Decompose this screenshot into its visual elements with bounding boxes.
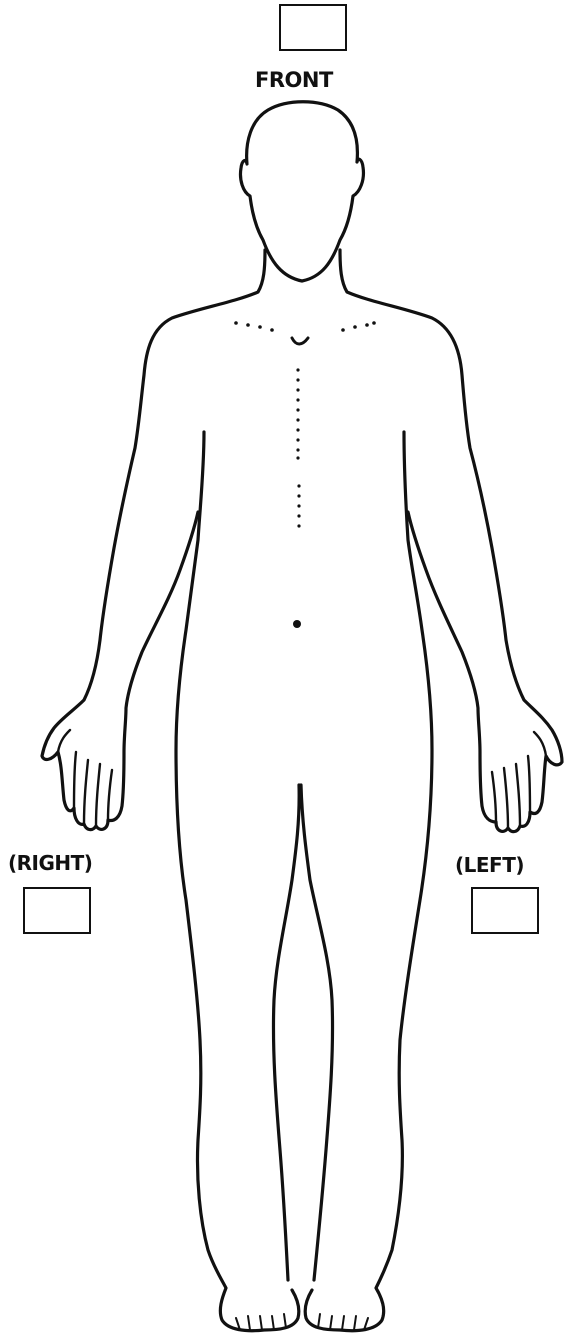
right-label-box[interactable] [23, 887, 91, 934]
body-right-outline [340, 250, 562, 832]
body-left-outline [42, 250, 265, 830]
front-label: FRONT [255, 68, 333, 92]
navel [293, 620, 301, 628]
right-leg-inner [301, 785, 333, 1280]
sternal-notch [292, 338, 308, 344]
anatomical-landmarks [234, 321, 376, 628]
left-label-box[interactable] [471, 887, 539, 934]
body-right-inner [305, 432, 432, 1331]
front-label-box[interactable] [279, 4, 347, 51]
left-leg-inner [273, 785, 299, 1280]
body-left-inner [176, 432, 299, 1331]
right-hand-fingers [58, 730, 112, 826]
left-side-label: (LEFT) [455, 853, 524, 877]
head-outline [240, 102, 363, 281]
right-side-label: (RIGHT) [8, 851, 92, 875]
